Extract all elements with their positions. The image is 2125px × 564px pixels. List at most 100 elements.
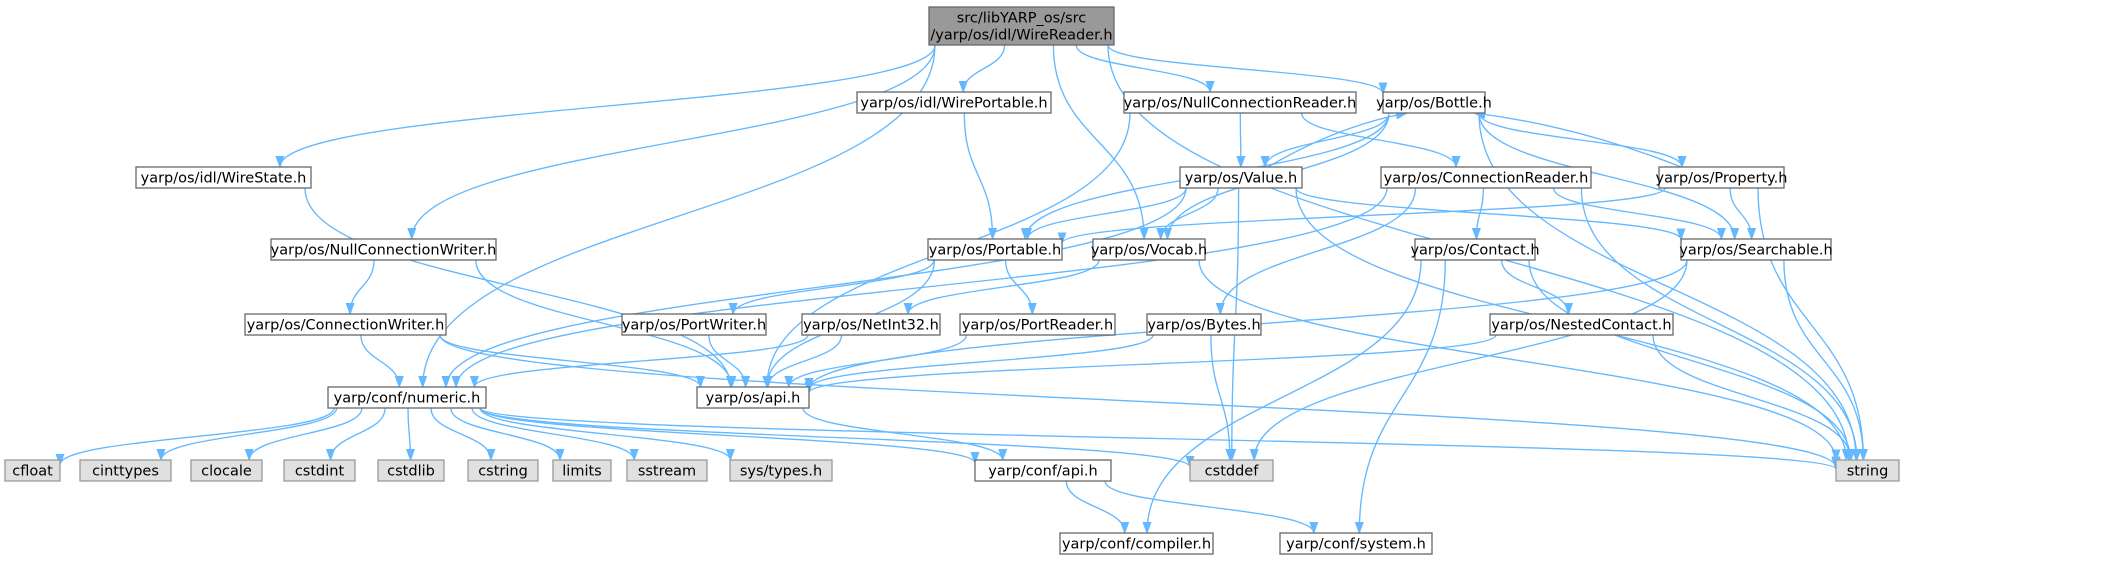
node-label-string: string [1847,464,1889,480]
node-label-compiler: yarp/conf/compiler.h [1062,537,1211,553]
node-label-contact: yarp/os/Contact.h [1410,243,1539,259]
node-nestedcontact[interactable]: yarp/os/NestedContact.h [1489,313,1674,336]
node-label-root-line-1: /yarp/os/idl/WireReader.h [930,28,1112,44]
node-box-string [1835,459,1900,482]
node-box-portwriter [621,313,767,336]
node-confapi[interactable]: yarp/conf/api.h [974,459,1112,482]
node-nullconnwriter[interactable]: yarp/os/NullConnectionWriter.h [270,238,497,261]
edge-value-to-portable [1028,187,1187,239]
edge-osapi-to-confapi [802,407,1003,460]
edge-numeric-to-clocale [249,407,363,460]
node-portable[interactable]: yarp/os/Portable.h [927,238,1063,261]
node-root[interactable]: src/libYARP_os/src/yarp/os/idl/WireReade… [928,6,1115,46]
edge-searchable-to-cstddef [1254,259,1688,460]
node-bottle[interactable]: yarp/os/Bottle.h [1376,91,1492,114]
node-label-root-line-0: src/libYARP_os/src [957,11,1087,27]
node-osapi[interactable]: yarp/os/api.h [696,386,810,409]
edge-connreader-to-string [1580,187,1857,460]
node-label-wireportable: yarp/os/idl/WirePortable.h [860,96,1047,112]
node-label-numeric: yarp/conf/numeric.h [334,391,481,407]
node-label-systypes: sys/types.h [740,464,822,480]
node-sstream: sstream [626,459,708,482]
node-connreader[interactable]: yarp/os/ConnectionReader.h [1380,166,1592,189]
node-box-searchable [1680,238,1832,261]
edge-contact-to-compiler [1147,259,1422,533]
edge-vocab-to-netint32 [908,259,1100,314]
node-box-connwriter [244,313,447,336]
edge-value-to-bottle [1267,113,1407,168]
node-wirestate[interactable]: yarp/os/idl/WireState.h [135,166,312,189]
node-label-vocab: yarp/os/Vocab.h [1091,243,1207,259]
edge-root-to-vocab [1052,44,1144,239]
node-box-osapi [696,386,810,409]
edge-searchable-to-string [1783,259,1863,460]
node-label-connwriter: yarp/os/ConnectionWriter.h [247,318,445,334]
node-cstddef: cstddef [1189,459,1274,482]
node-box-numeric [327,386,487,409]
node-searchable[interactable]: yarp/os/Searchable.h [1679,238,1833,261]
node-system[interactable]: yarp/conf/system.h [1279,532,1433,555]
edge-root-to-wireportable [963,44,1006,92]
node-vocab[interactable]: yarp/os/Vocab.h [1091,238,1207,261]
node-clocale: clocale [190,459,263,482]
node-compiler[interactable]: yarp/conf/compiler.h [1059,532,1214,555]
node-box-netint32 [801,313,941,336]
node-nullconnreader[interactable]: yarp/os/NullConnectionReader.h [1123,91,1357,114]
node-label-cstring: cstring [478,464,528,480]
node-label-nestedcontact: yarp/os/NestedContact.h [1491,318,1671,334]
node-label-portwriter: yarp/os/PortWriter.h [622,318,766,334]
node-label-cstdint: cstdint [295,464,345,480]
edge-confapi-to-compiler [1065,480,1124,533]
node-label-wirestate: yarp/os/idl/WireState.h [141,171,307,187]
edge-numeric-to-cstddef [479,407,1190,467]
edge-numeric-to-confapi [479,407,975,463]
node-contact[interactable]: yarp/os/Contact.h [1410,238,1540,261]
node-string: string [1835,459,1900,482]
edge-root-to-wirestate [280,44,936,167]
node-box-bytes [1146,313,1262,336]
node-label-osapi: yarp/os/api.h [706,391,801,407]
node-box-property [1658,166,1785,189]
node-netint32[interactable]: yarp/os/NetInt32.h [801,313,941,336]
edge-portable-to-portwriter [733,259,935,314]
node-box-wirestate [135,166,312,189]
edge-wirestate-to-osapi [304,187,731,387]
edge-bytes-to-osapi [809,334,1154,389]
node-numeric[interactable]: yarp/conf/numeric.h [327,386,487,409]
node-connwriter[interactable]: yarp/os/ConnectionWriter.h [244,313,447,336]
node-box-system [1279,532,1433,555]
node-label-netint32: yarp/os/NetInt32.h [803,318,939,334]
edge-value-to-vocab [1161,187,1219,239]
node-value[interactable]: yarp/os/Value.h [1179,166,1303,189]
node-cfloat: cfloat [4,459,61,482]
edge-numeric-to-cinttypes [161,407,338,460]
edge-nestedcontact-to-string [1652,334,1851,460]
node-cstdint: cstdint [283,459,356,482]
edge-connreader-to-searchable [1552,187,1722,239]
node-label-clocale: clocale [201,464,252,480]
edge-bytes-to-cstddef [1210,334,1230,460]
node-box-portable [927,238,1063,261]
node-portreader[interactable]: yarp/os/PortReader.h [959,313,1116,336]
node-portwriter[interactable]: yarp/os/PortWriter.h [621,313,767,336]
edge-connwriter-to-string [439,334,1836,468]
node-label-portreader: yarp/os/PortReader.h [962,318,1113,334]
edge-portable-to-portreader [1004,259,1033,314]
node-label-value: yarp/os/Value.h [1185,171,1297,187]
node-box-systypes [729,459,833,482]
node-cstring: cstring [467,459,539,482]
edge-nullconnreader-to-connreader [1300,112,1457,167]
node-box-cstring [467,459,539,482]
node-bytes[interactable]: yarp/os/Bytes.h [1146,313,1262,336]
edges-layer [60,44,1863,533]
node-property[interactable]: yarp/os/Property.h [1656,166,1788,189]
node-box-clocale [190,459,263,482]
node-wireportable[interactable]: yarp/os/idl/WirePortable.h [856,91,1052,114]
edge-property-to-string [1757,187,1863,460]
node-label-nullconnreader: yarp/os/NullConnectionReader.h [1124,96,1357,112]
node-box-wireportable [856,91,1052,114]
node-box-bottle [1382,91,1486,114]
edge-root-to-nullconnreader [1075,44,1210,92]
edge-numeric-to-string [479,407,1836,469]
edge-nullconnwriter-to-osapi [475,259,732,387]
